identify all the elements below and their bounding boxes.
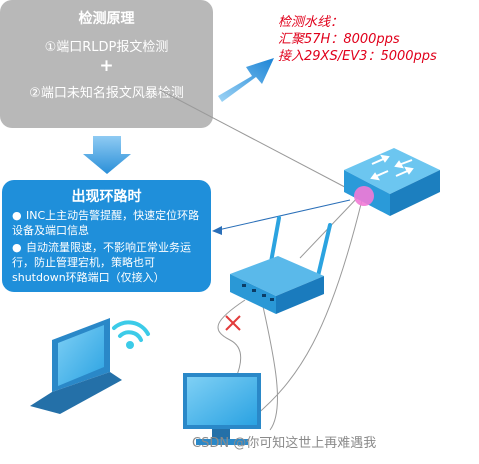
wifi-icon — [112, 320, 150, 349]
bullet-alarm-text: INC上主动告警提醒，快速定位环路设备及端口信息 — [12, 209, 200, 237]
bullet-rate-limit: ●自动流量限速，不影响正常业务运行，防止管理宕机，策略也可shutdown环路端… — [12, 240, 203, 285]
laptop-icon — [30, 318, 122, 414]
watermark: CSDN @你可知这世上再难遇我 — [192, 436, 377, 451]
alarm-arrow — [212, 199, 351, 235]
rldp-detection-item: ①端口RLDP报文检测 — [44, 40, 169, 55]
cross-mark-icon — [225, 315, 241, 331]
detection-principle-title: 检测原理 — [78, 11, 135, 27]
threshold-aggregation: 汇聚57H：8000pps — [278, 32, 400, 47]
down-arrow-icon — [83, 136, 131, 174]
detection-principle-box: 检测原理 ①端口RLDP报文检测 + ②端口未知名报文风暴检测 — [0, 0, 213, 128]
plus-sign: + — [99, 56, 114, 76]
bullet-dot: ● — [12, 209, 22, 222]
threshold-arrow-icon — [218, 58, 274, 102]
detection-thresholds: 检测水线： 汇聚57H：8000pps 接入29XS/EV3：5000pps — [278, 14, 437, 65]
loop-response-box: 出现环路时 ●INC上主动告警提醒，快速定位环路设备及端口信息 ●自动流量限速，… — [2, 180, 211, 292]
bullet-dot: ● — [12, 241, 22, 254]
thresholds-title: 检测水线： — [278, 15, 344, 30]
bullet-rate-limit-text: 自动流量限速，不影响正常业务运行，防止管理宕机，策略也可shutdown环路端口… — [12, 241, 191, 284]
storm-detection-item: ②端口未知名报文风暴检测 — [29, 86, 184, 101]
switch-icon — [344, 148, 440, 216]
wireless-router-icon — [230, 216, 332, 314]
threshold-access: 接入29XS/EV3：5000pps — [278, 49, 437, 64]
loop-highlight-marker — [354, 186, 374, 206]
loop-response-title: 出现环路时 — [71, 189, 142, 205]
monitor-icon — [183, 373, 261, 445]
bullet-alarm: ●INC上主动告警提醒，快速定位环路设备及端口信息 — [12, 208, 203, 238]
